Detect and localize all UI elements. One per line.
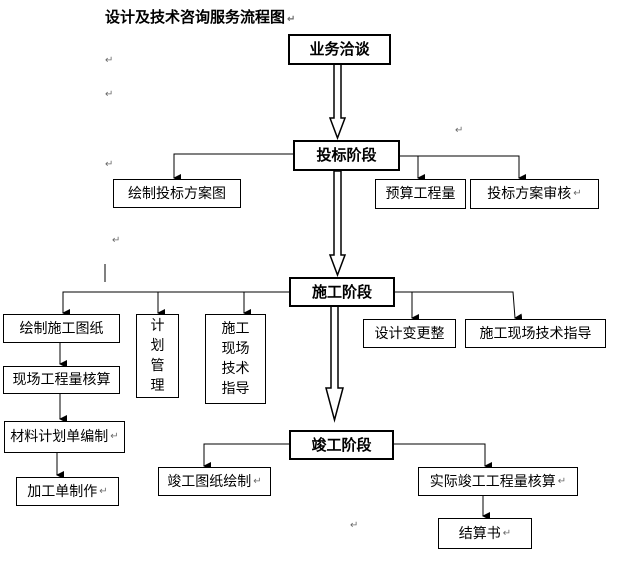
box-onsite-technical-guidance-vertical: 施工 现场 技术 指导	[205, 314, 266, 404]
paragraph-mark: ↵	[455, 125, 464, 136]
stage-bidding: 投标阶段	[293, 140, 400, 171]
box-budget-quantity: 预算工程量	[375, 179, 466, 209]
big-arrow-3	[325, 305, 344, 423]
box-onsite-technical-guidance: 施工现场技术指导	[465, 319, 606, 348]
big-arrow-1	[328, 63, 347, 141]
box-processing-order: 加工单制作↵	[16, 477, 119, 506]
box-completion-drawing: 竣工图纸绘制↵	[158, 467, 271, 496]
box-actual-completion-quantity: 实际竣工工程量核算↵	[418, 467, 578, 496]
box-draw-construction-drawings: 绘制施工图纸	[3, 314, 120, 343]
paragraph-mark: ↵	[105, 55, 114, 66]
stage-negotiation: 业务洽谈	[288, 34, 391, 65]
paragraph-mark: ↵	[350, 520, 359, 531]
box-material-plan: 材料计划单编制↵	[4, 421, 125, 453]
stage-completion: 竣工阶段	[289, 430, 394, 460]
stage-construction: 施工阶段	[289, 277, 395, 307]
paragraph-mark: ↵	[112, 235, 121, 246]
paragraph-mark: ↵	[105, 89, 114, 100]
box-design-change: 设计变更整	[363, 319, 456, 348]
diagram-title: 设计及技术咨询服务流程图↵	[105, 8, 296, 26]
box-bid-scheme-review: 投标方案审核↵	[470, 179, 599, 209]
box-settlement: 结算书↵	[438, 518, 532, 549]
paragraph-mark: ↵	[105, 159, 114, 170]
box-draw-bid-scheme: 绘制投标方案图	[113, 179, 241, 208]
big-arrow-2	[328, 170, 347, 278]
box-onsite-quantity-check: 现场工程量核算	[3, 366, 120, 394]
box-plan-management: 计 划 管 理	[136, 314, 179, 398]
